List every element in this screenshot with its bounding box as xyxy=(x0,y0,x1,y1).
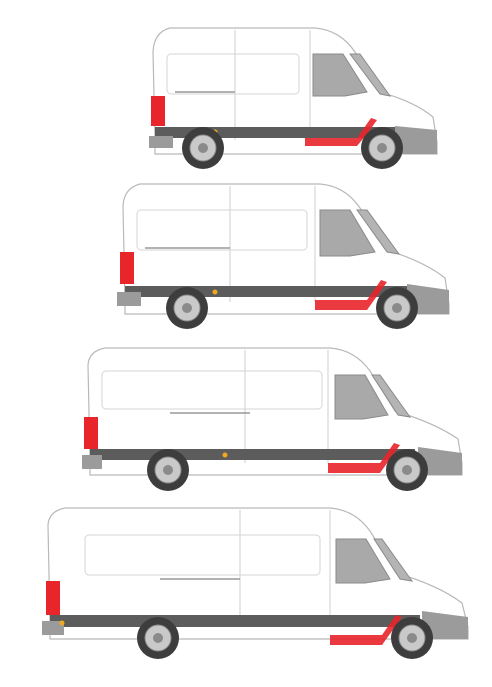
front-wheel xyxy=(385,448,429,492)
rear-light xyxy=(46,581,60,615)
van-extra-long-high-roof xyxy=(42,507,469,660)
windshield xyxy=(334,374,389,420)
van-body xyxy=(87,347,463,476)
rear-bumper xyxy=(117,292,141,306)
front-window xyxy=(349,53,392,97)
front-bumper xyxy=(422,611,468,639)
amber-marker xyxy=(222,452,228,458)
front-wheel xyxy=(375,286,419,330)
front-highlight xyxy=(305,118,377,146)
rear-wheel xyxy=(165,286,209,330)
front-window xyxy=(373,538,414,582)
front-highlight xyxy=(315,280,387,310)
front-bumper xyxy=(418,447,462,475)
rear-light xyxy=(84,417,98,449)
side-trim xyxy=(125,286,410,297)
van-long-high-roof xyxy=(82,347,463,492)
van-body xyxy=(122,183,450,315)
side-trim xyxy=(50,615,420,627)
front-window xyxy=(371,374,412,418)
front-wheel xyxy=(360,126,404,170)
rear-light xyxy=(151,96,165,126)
side-trim xyxy=(90,449,415,460)
van-body xyxy=(152,27,438,155)
amber-marker xyxy=(212,289,218,295)
rear-wheel xyxy=(146,448,190,492)
side-trim xyxy=(155,127,395,138)
windshield xyxy=(319,209,376,257)
windshield xyxy=(335,538,391,584)
rear-light xyxy=(120,252,134,284)
front-highlight xyxy=(328,443,400,473)
amber-marker xyxy=(59,620,65,626)
windshield xyxy=(312,53,368,97)
van-medium-high-roof xyxy=(117,183,450,330)
front-window xyxy=(356,209,401,255)
front-bumper xyxy=(395,126,437,154)
rear-bumper xyxy=(149,136,173,148)
front-highlight xyxy=(330,615,402,645)
rear-bumper xyxy=(42,621,64,635)
van-short-high-roof xyxy=(149,27,438,170)
front-wheel xyxy=(390,616,434,660)
rear-wheel xyxy=(136,616,180,660)
rear-wheel xyxy=(181,126,225,170)
rear-bumper xyxy=(82,455,102,469)
